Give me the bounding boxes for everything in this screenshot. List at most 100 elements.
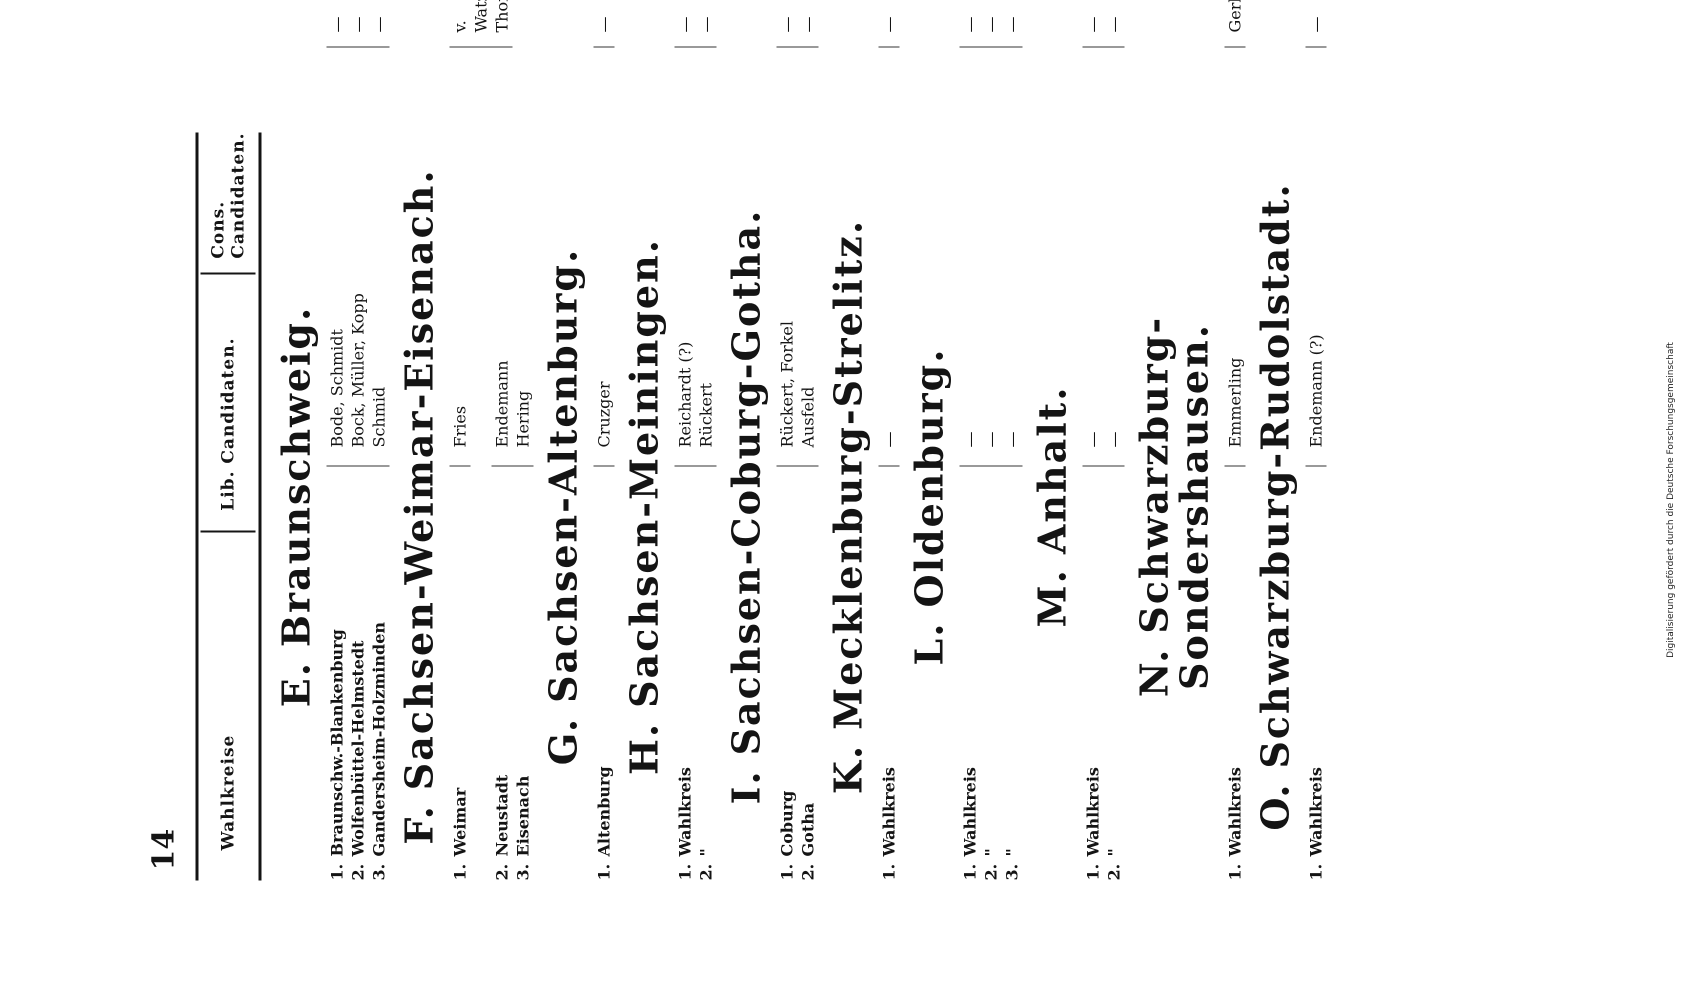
- section-name: Sachsen-Meiningen.: [621, 238, 667, 708]
- row-number: 1.: [450, 863, 470, 881]
- lib-candidate-cell: —: [878, 47, 900, 467]
- row-number: 1.: [1083, 863, 1103, 881]
- wahlkreis-cell: ": [1002, 848, 1022, 857]
- row-number: 1.: [327, 863, 347, 881]
- section-heading: I.Sachsen-Coburg-Gotha.: [717, 133, 777, 881]
- document-page: 14 Wahlkreise Lib. Candidaten. Cons. Can…: [141, 0, 1546, 921]
- side-note-container: Digitalisierung gefördert durch die Deut…: [1656, 0, 1686, 1000]
- row-number: 2.: [1104, 863, 1124, 881]
- section-name: Oldenburg.: [906, 347, 952, 608]
- section-heading: O.Schwarzburg-Rudolstadt.: [1246, 133, 1306, 881]
- section-letter: L.: [906, 621, 952, 666]
- wahlkreis-cell: Wahlkreis: [675, 767, 695, 857]
- cons-candidate-cell: —: [674, 16, 696, 48]
- row-number: 1.: [879, 863, 899, 881]
- section-letter: M.: [1029, 568, 1075, 628]
- section-letter: H.: [621, 721, 667, 775]
- cons-candidate-cell: —: [980, 16, 1002, 48]
- lib-candidate-cell: Bock, Müller, Kopp: [347, 47, 369, 467]
- table-row: 1. Wahlkreis Reichardt (?)—: [674, 16, 696, 881]
- section-letter: G.: [540, 716, 586, 766]
- cons-candidate-cell: —: [326, 16, 348, 48]
- section-letter: O.: [1252, 782, 1298, 831]
- row-number: 3.: [1002, 863, 1022, 881]
- lib-candidate-cell: Ausfeld: [797, 47, 819, 467]
- cons-candidate-cell: —: [797, 16, 819, 48]
- section-letter: E.: [273, 661, 319, 708]
- wahlkreis-cell: Wolfenbüttel-Helmstedt: [348, 640, 368, 857]
- row-number: 2.: [798, 863, 818, 881]
- table-row: 1.Wahlkreis——: [1082, 16, 1104, 881]
- cons-candidate-cell: v. Watzdorf: [449, 0, 492, 48]
- wahlkreis-cell: Weimar: [450, 787, 470, 857]
- cons-candidate-cell: —: [776, 16, 798, 48]
- table-row: 2. " ——: [1103, 16, 1125, 881]
- section-heading: H. Sachsen-Meiningen.: [615, 133, 675, 881]
- wahlkreis-cell: Braunschw.-Blankenburg: [327, 629, 347, 857]
- lib-candidate-cell: Schmid: [368, 47, 390, 467]
- table-header: Wahlkreise Lib. Candidaten. Cons. Candid…: [200, 132, 256, 881]
- lib-candidate-cell: —: [1001, 47, 1023, 467]
- section: K.Mecklenburg-Strelitz.1.Wahlkreis——: [819, 16, 900, 881]
- header-cons-label: Cons. Candidaten.: [208, 132, 248, 259]
- wahlkreis-cell: Eisenach: [513, 775, 533, 857]
- lib-candidate-cell: Hering: [512, 47, 534, 467]
- row-number: 1.: [675, 863, 695, 881]
- section: H. Sachsen-Meiningen. 1. Wahlkreis Reichardt…: [615, 16, 717, 881]
- cons-candidate-cell: —: [347, 16, 369, 48]
- section-name: Sachsen-Altenburg.: [540, 247, 586, 703]
- section-name: Schwarzburg-Sondershausen.: [1131, 315, 1217, 690]
- header-lib-candidaten: Lib. Candidaten.: [200, 274, 256, 533]
- lib-candidate-cell: Rückert, Forkel: [776, 47, 798, 467]
- row-number: 1.: [1306, 863, 1326, 881]
- wahlkreis-cell: Gotha: [798, 802, 818, 857]
- section-heading: G. Sachsen-Altenburg.: [534, 133, 594, 881]
- section-name: Mecklenburg-Strelitz.: [825, 218, 871, 730]
- table-row: 1. Braunschw.-Blankenburg Bode, Schmidt—: [326, 16, 348, 881]
- lib-candidate-cell: Rückert: [695, 47, 717, 467]
- lib-candidate-cell: Bode, Schmidt: [326, 47, 348, 467]
- row-number: 3.: [369, 863, 389, 881]
- cons-candidate-cell: —: [1103, 16, 1125, 48]
- wahlkreis-cell: Wahlkreis: [1083, 767, 1103, 857]
- table-row: 2."Rückert—: [695, 16, 717, 881]
- section-letter: K.: [825, 743, 871, 795]
- section-letter: F.: [396, 804, 442, 845]
- section-heading: F.Sachsen-Weimar-Eisenach.: [390, 133, 450, 881]
- table-row: 1.Wahlkreis——: [959, 16, 981, 881]
- cons-candidate-cell: —: [878, 16, 900, 48]
- wahlkreis-cell: Altenburg: [594, 766, 614, 857]
- section-heading: L. Oldenburg.: [900, 133, 960, 881]
- row-number: 2.: [492, 863, 512, 881]
- row-number: 1.: [594, 863, 614, 881]
- wahlkreis-cell: ": [981, 848, 1001, 857]
- lib-candidate-cell: Endemann: [491, 47, 513, 467]
- lib-candidate-cell: —: [1103, 47, 1125, 467]
- cons-candidate-cell: Thon: [491, 0, 513, 48]
- dfg-note: Digitalisierung gefördert durch die Deut…: [1666, 342, 1676, 658]
- lib-candidate-cell: Cruzger: [593, 47, 615, 467]
- lib-candidate-cell: Reichardt (?): [674, 47, 696, 467]
- section: L.Oldenburg.1.Wahlkreis——2."——3."——: [900, 16, 1023, 881]
- wahlkreis-cell: ": [1104, 848, 1124, 857]
- cons-candidate-cell: —: [368, 16, 390, 48]
- lib-candidate-cell: Fries: [449, 47, 471, 467]
- section-heading: N.Schwarzburg-Sondershausen.: [1125, 133, 1225, 881]
- cons-candidate-cell: —: [1001, 16, 1023, 48]
- wahlkreis-cell: Coburg: [777, 790, 797, 857]
- wahlkreis-cell: Wahlkreis: [960, 767, 980, 857]
- section-letter: N.: [1131, 647, 1177, 698]
- table-header-rule: [258, 132, 262, 881]
- wahlkreis-cell: Wahlkreis: [1306, 767, 1326, 857]
- lib-candidate-cell: Emmerling: [1224, 47, 1246, 467]
